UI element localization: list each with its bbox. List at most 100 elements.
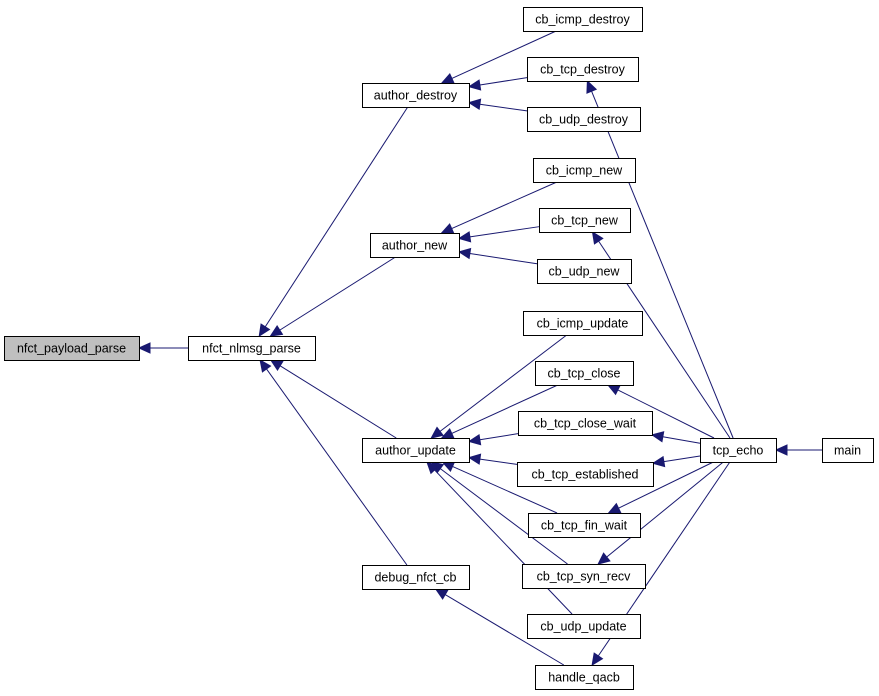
node-label: cb_icmp_destroy: [535, 13, 630, 27]
edge-line: [618, 461, 714, 509]
edge-cb-tcp-destroy-to-author-destroy: [467, 77, 528, 91]
node-label: main: [834, 444, 861, 458]
node-box: [362, 438, 470, 463]
node-box: [537, 259, 632, 284]
edge-author-update-to-nfct-nlmsg-parse: [269, 359, 397, 439]
node-label: author_new: [382, 239, 448, 253]
node-author-new[interactable]: author_new: [370, 233, 460, 258]
node-box: [527, 107, 641, 132]
node-box: [522, 564, 646, 589]
node-cb-tcp-destroy[interactable]: cb_tcp_destroy: [527, 57, 639, 82]
edge-tcp-echo-to-cb-tcp-syn-recv: [597, 461, 724, 565]
edge-line: [266, 368, 408, 566]
edge-arrowhead: [597, 552, 611, 565]
edge-arrowhead: [591, 230, 604, 245]
node-author-destroy[interactable]: author_destroy: [362, 83, 470, 108]
edge-arrowhead: [586, 79, 598, 94]
node-box: [535, 665, 634, 690]
node-box: [362, 83, 470, 108]
node-label: cb_tcp_fin_wait: [541, 519, 628, 533]
node-label: cb_icmp_new: [546, 164, 623, 178]
node-cb-tcp-fin-wait[interactable]: cb_tcp_fin_wait: [528, 513, 641, 538]
edge-arrowhead: [457, 247, 472, 260]
node-label: debug_nfct_cb: [374, 571, 456, 585]
edge-line: [662, 436, 701, 444]
edge-arrowhead: [467, 79, 482, 91]
node-label: nfct_payload_parse: [17, 342, 126, 356]
edge-line: [479, 433, 519, 441]
edges-layer: [137, 30, 823, 666]
edge-arrowhead: [606, 384, 621, 396]
edge-cb-icmp-destroy-to-author-destroy: [440, 30, 557, 84]
edge-arrowhead: [650, 431, 665, 443]
edge-author-new-to-nfct-nlmsg-parse: [269, 256, 396, 337]
node-label: tcp_echo: [713, 444, 764, 458]
edge-line: [591, 90, 734, 439]
edge-cb-tcp-established-to-author-update: [467, 453, 518, 465]
node-main[interactable]: main: [822, 438, 874, 463]
edge-arrowhead: [457, 231, 472, 243]
edge-line: [440, 468, 568, 565]
edge-arrowhead: [591, 652, 604, 666]
edge-main-to-tcp-echo: [774, 444, 823, 456]
edge-tcp-echo-to-cb-tcp-fin-wait: [607, 461, 714, 514]
edge-line: [452, 466, 558, 514]
edge-arrowhead: [651, 455, 666, 468]
node-cb-icmp-new[interactable]: cb_icmp_new: [533, 158, 636, 183]
edge-line: [663, 455, 701, 463]
edge-tcp-echo-to-cb-tcp-destroy: [586, 79, 734, 439]
node-cb-tcp-close[interactable]: cb_tcp_close: [535, 361, 634, 386]
node-cb-tcp-syn-recv[interactable]: cb_tcp_syn_recv: [522, 564, 646, 589]
edge-line: [444, 594, 565, 666]
node-debug-nfct-cb[interactable]: debug_nfct_cb: [362, 565, 470, 590]
edge-author-destroy-to-nfct-nlmsg-parse: [258, 106, 409, 338]
edge-arrowhead: [434, 588, 449, 600]
node-label: handle_qacb: [548, 671, 620, 685]
edge-arrowhead: [269, 359, 284, 371]
edge-arrowhead: [607, 502, 622, 514]
node-label: author_destroy: [374, 89, 458, 103]
node-box: [822, 438, 874, 463]
node-box: [539, 208, 631, 233]
node-nfct-nlmsg-parse[interactable]: nfct_nlmsg_parse: [188, 336, 316, 361]
node-handle-qacb[interactable]: handle_qacb: [535, 665, 634, 690]
edge-arrowhead: [440, 72, 455, 84]
node-cb-tcp-close-wait[interactable]: cb_tcp_close_wait: [518, 411, 653, 436]
node-cb-icmp-destroy[interactable]: cb_icmp_destroy: [523, 7, 643, 32]
node-cb-tcp-established[interactable]: cb_tcp_established: [517, 462, 654, 487]
node-cb-tcp-new[interactable]: cb_tcp_new: [539, 208, 631, 233]
node-box: [517, 462, 654, 487]
node-cb-icmp-update[interactable]: cb_icmp_update: [523, 311, 643, 336]
edge-line: [279, 256, 396, 331]
node-cb-udp-destroy[interactable]: cb_udp_destroy: [527, 107, 641, 132]
node-cb-udp-new[interactable]: cb_udp_new: [537, 259, 632, 284]
node-cb-udp-update[interactable]: cb_udp_update: [527, 614, 641, 639]
node-box: [527, 614, 641, 639]
node-box: [523, 311, 643, 336]
edge-arrowhead: [137, 342, 151, 354]
edge-line: [479, 77, 528, 86]
edge-arrowhead: [774, 444, 788, 456]
node-box: [528, 513, 641, 538]
node-label: nfct_nlmsg_parse: [202, 342, 301, 356]
edge-line: [434, 469, 573, 615]
node-label: author_update: [375, 444, 456, 458]
node-box: [523, 7, 643, 32]
edge-line: [606, 461, 724, 558]
edge-cb-udp-new-to-author-new: [457, 247, 538, 265]
edge-arrowhead: [269, 324, 284, 337]
edge-line: [469, 252, 538, 265]
node-author-update[interactable]: author_update: [362, 438, 470, 463]
node-label: cb_tcp_destroy: [540, 63, 626, 77]
node-tcp-echo[interactable]: tcp_echo: [700, 438, 777, 463]
edge-arrowhead: [426, 461, 440, 475]
node-label: cb_icmp_update: [537, 317, 629, 331]
node-box: [700, 438, 777, 463]
node-label: cb_tcp_close: [548, 367, 621, 381]
edge-tcp-echo-to-cb-tcp-established: [651, 455, 701, 468]
edge-arrowhead: [467, 453, 482, 465]
node-nfct-payload-parse[interactable]: nfct_payload_parse: [4, 336, 140, 361]
edge-cb-tcp-close-to-author-update: [440, 384, 558, 439]
